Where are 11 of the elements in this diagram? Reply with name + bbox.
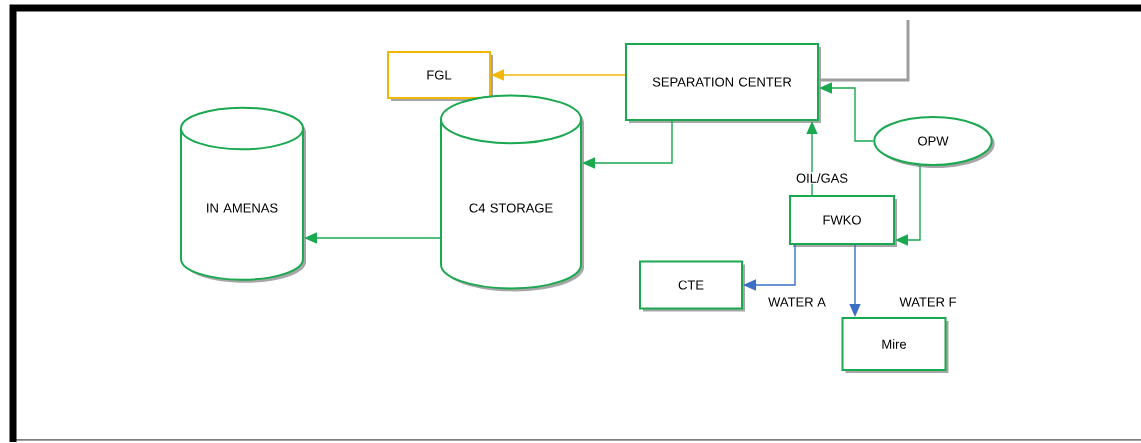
process-box: SEPARATION CENTER	[625, 43, 821, 123]
process-box: FGL	[387, 51, 493, 101]
process-box: CTE	[639, 260, 745, 312]
storage-tank: IN AMENAS	[180, 106, 306, 283]
edge-label: OIL/GAS	[795, 172, 849, 184]
process-box: FWKO	[789, 195, 897, 247]
storage-tank: C4 STORAGE	[440, 94, 584, 292]
pipe-line	[819, 20, 910, 82]
edge-label: WATER A	[767, 296, 827, 308]
process-box: Mire	[841, 317, 949, 373]
edge-label: WATER F	[898, 296, 958, 308]
